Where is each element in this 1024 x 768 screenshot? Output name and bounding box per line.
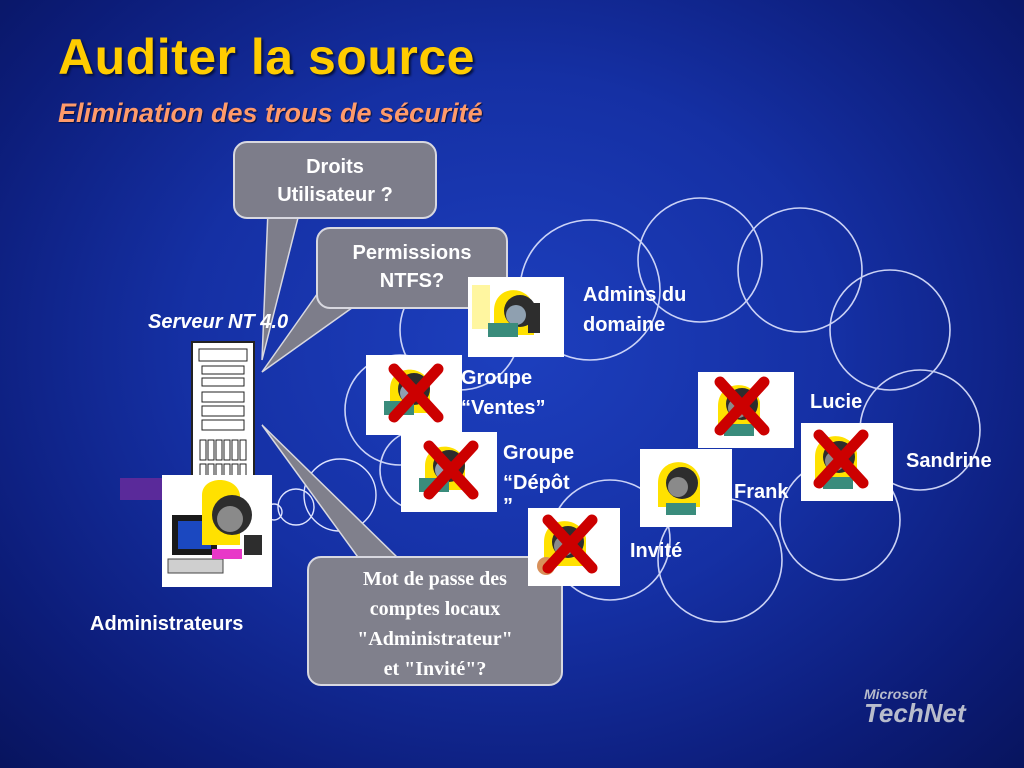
callout-line: NTFS?: [379, 270, 445, 292]
admins-domaine-group-icon: [468, 277, 564, 357]
password-callout-tail: [261, 424, 402, 561]
sandrine-user-icon: [801, 423, 893, 501]
sandrine-label: Sandrine: [906, 450, 992, 472]
label-line: “Dépôt: [503, 472, 570, 494]
label-line: Admins du: [583, 284, 687, 306]
lucie-label: Lucie: [810, 391, 863, 413]
callout-line: Droits: [306, 156, 364, 178]
ventes-label: Groupe “Ventes”: [461, 363, 545, 423]
slide-subtitle: Elimination des trous de sécurité: [58, 98, 483, 128]
denied-cross-icon: [388, 363, 444, 423]
password-callout: Mot de passe des comptes locaux "Adminis…: [307, 556, 563, 686]
logo-technet-text: TechNet: [864, 698, 966, 728]
callout-line: Mot de passe des: [363, 568, 507, 590]
denied-cross-icon: [813, 429, 869, 489]
logo-microsoft-text: Microsoft: [864, 686, 927, 702]
server-label: Serveur NT 4.0: [148, 311, 289, 333]
depot-group-icon: [401, 432, 497, 512]
label-line: Groupe: [503, 442, 575, 464]
callout-line: comptes locaux: [369, 598, 501, 620]
frank-label: Frank: [734, 481, 789, 503]
callout-line: et "Invité"?: [383, 658, 487, 680]
denied-cross-icon: [423, 440, 479, 500]
label-line: domaine: [583, 314, 666, 336]
denied-cross-icon: [542, 514, 598, 574]
permissions-ntfs-callout: Permissions NTFS?: [316, 227, 508, 309]
denied-cross-icon: [714, 376, 770, 436]
server-tower-icon: [191, 341, 255, 485]
label-line: “Ventes”: [461, 397, 546, 419]
admin-computer-icon: [162, 475, 272, 587]
admins-domaine-label: Admins du domaine: [583, 280, 686, 340]
frank-user-icon: [640, 449, 732, 527]
administrateurs-label: Administrateurs: [90, 613, 244, 635]
slide-title: Auditer la source: [58, 29, 475, 85]
droits-utilisateur-callout: Droits Utilisateur ?: [233, 141, 437, 219]
callout-line: Permissions: [352, 242, 472, 264]
depot-label: Groupe “Dépôt ”: [503, 438, 575, 517]
lucie-user-icon: [698, 372, 794, 448]
microsoft-technet-logo: Microsoft TechNet: [864, 686, 966, 729]
invite-label: Invité: [630, 540, 683, 562]
label-line: Groupe: [461, 367, 533, 389]
callout-line: "Administrateur": [357, 628, 513, 650]
invite-user-icon: [528, 508, 620, 586]
ventes-group-icon: [366, 355, 462, 435]
callout-line: Utilisateur ?: [277, 184, 393, 206]
label-line: ”: [503, 495, 513, 517]
